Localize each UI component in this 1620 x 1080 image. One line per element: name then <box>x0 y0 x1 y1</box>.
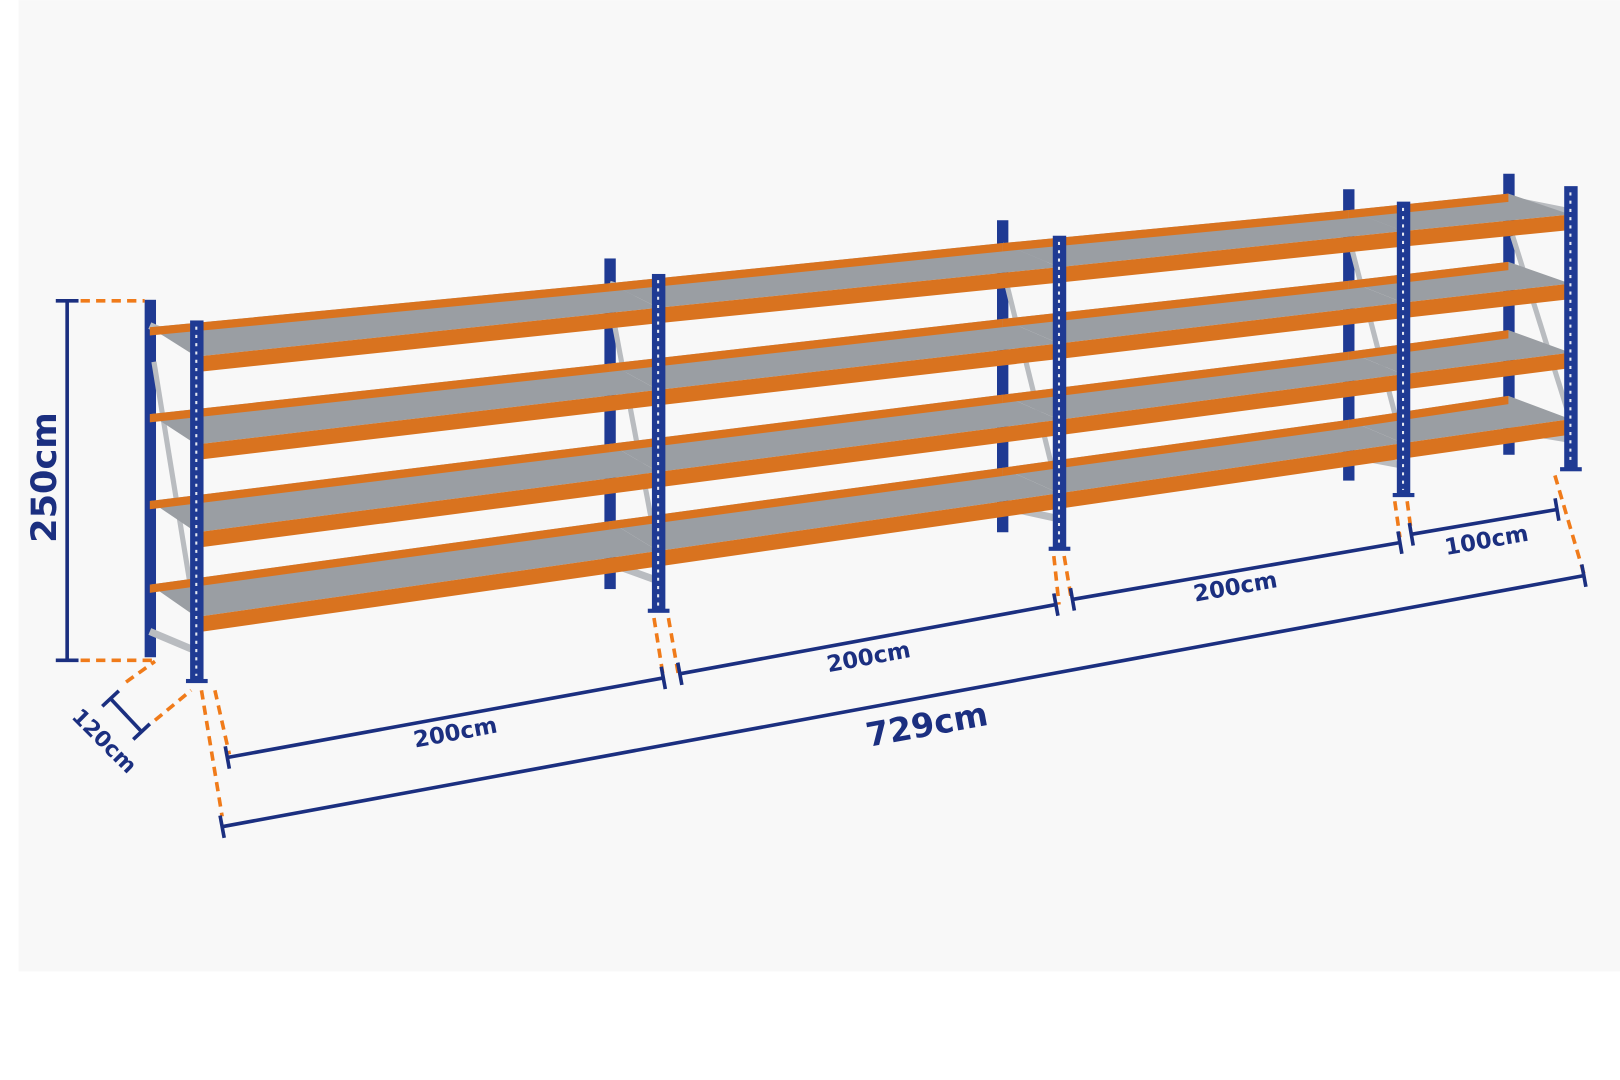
back-beam <box>1002 210 1349 252</box>
front-beam <box>1058 231 1404 283</box>
extension-line <box>213 689 232 755</box>
extension-line <box>153 688 193 722</box>
frame-diagonal-brace <box>151 361 197 611</box>
front-beam <box>1058 302 1404 359</box>
back-beam <box>149 521 610 593</box>
front-beam <box>196 307 659 373</box>
front-beam <box>1403 214 1571 247</box>
front-upright <box>1564 186 1578 471</box>
back-beam <box>1348 330 1509 360</box>
total-width-dimension <box>221 573 1585 829</box>
bay3-dimension-cap <box>1068 587 1077 611</box>
bay4-dimension-cap <box>1407 522 1415 546</box>
shelf-deck <box>1002 351 1404 420</box>
back-beam <box>609 467 1003 530</box>
depth-dimension-cap <box>101 689 121 708</box>
back-beam <box>1002 280 1349 328</box>
shelf-deck <box>149 363 659 445</box>
shelf-deck <box>609 467 1059 551</box>
bay2-dimension-cap <box>1052 593 1060 617</box>
bay3-dimension <box>1072 540 1401 602</box>
shelf-deck <box>149 283 659 357</box>
front-beam <box>1403 283 1571 319</box>
front-beam <box>658 343 1059 406</box>
bay3-dimension-cap <box>1396 531 1404 555</box>
back-beam <box>1002 351 1349 404</box>
bay1-dimension <box>226 676 664 760</box>
front-beam <box>658 267 1059 324</box>
bay2-dimension-cap <box>675 662 684 686</box>
height-label: 250cm <box>24 412 65 543</box>
front-upright <box>651 273 666 612</box>
back-upright <box>144 299 157 658</box>
extension-line <box>1392 501 1402 538</box>
back-beam <box>609 394 1003 453</box>
base-plate <box>1560 467 1582 472</box>
extension-line <box>1405 501 1414 533</box>
shelf-deck <box>1002 419 1404 494</box>
front-beam <box>196 471 659 548</box>
back-beam <box>149 363 610 423</box>
frame-diagonal-brace <box>1510 234 1571 415</box>
background <box>18 0 1620 972</box>
back-upright <box>1343 189 1355 481</box>
front-beam <box>196 389 659 460</box>
back-beam <box>1348 395 1509 429</box>
back-upright <box>604 258 616 590</box>
base-plate <box>185 678 208 684</box>
front-beam <box>658 419 1059 488</box>
front-beam <box>196 550 659 633</box>
shelf-deck <box>149 443 659 533</box>
shelf-deck <box>1002 280 1404 344</box>
back-beam <box>609 318 1003 372</box>
extension-line <box>124 659 157 684</box>
front-beam <box>1058 443 1404 509</box>
dimension-lines <box>55 299 1588 839</box>
frame-horizontal-brace <box>148 628 198 655</box>
total-width-dimension-cap <box>218 815 226 839</box>
shelf-deck <box>609 243 1059 308</box>
frame-diagonal-brace <box>1003 281 1060 488</box>
base-plate <box>1048 546 1071 551</box>
back-beam <box>609 243 1003 292</box>
base-plate <box>1392 492 1415 498</box>
shelf-deck <box>609 318 1059 390</box>
back-beam <box>149 283 610 336</box>
bay2-dimension <box>679 602 1057 676</box>
base-plate <box>647 608 670 613</box>
shelf-deck <box>1002 210 1404 268</box>
depth-dimension-cap <box>132 722 152 741</box>
bay1-dimension-cap <box>223 745 232 769</box>
total-width-dimension-cap <box>1580 564 1588 588</box>
back-beam <box>1348 261 1509 290</box>
back-upright <box>997 220 1009 533</box>
back-beam <box>1002 419 1349 477</box>
front-beam <box>1403 352 1571 390</box>
front-beam <box>1058 374 1404 436</box>
depth-dimension <box>109 697 143 733</box>
front-beam <box>1403 419 1571 459</box>
extension-line <box>1052 555 1061 605</box>
back-upright <box>1503 173 1515 455</box>
back-beam <box>149 443 610 510</box>
shelving-rack <box>144 173 1582 684</box>
frame-diagonal-brace <box>611 319 659 545</box>
extension-line <box>1553 474 1586 575</box>
back-beam <box>1348 193 1509 219</box>
extension-line <box>199 690 224 817</box>
shelf-deck <box>609 394 1059 472</box>
bay4-dimension-cap <box>1553 498 1561 522</box>
front-beam <box>658 493 1059 567</box>
bay4-dimension <box>1410 507 1558 537</box>
shelf-deck <box>149 521 659 617</box>
bay1-dimension-cap <box>659 666 668 690</box>
